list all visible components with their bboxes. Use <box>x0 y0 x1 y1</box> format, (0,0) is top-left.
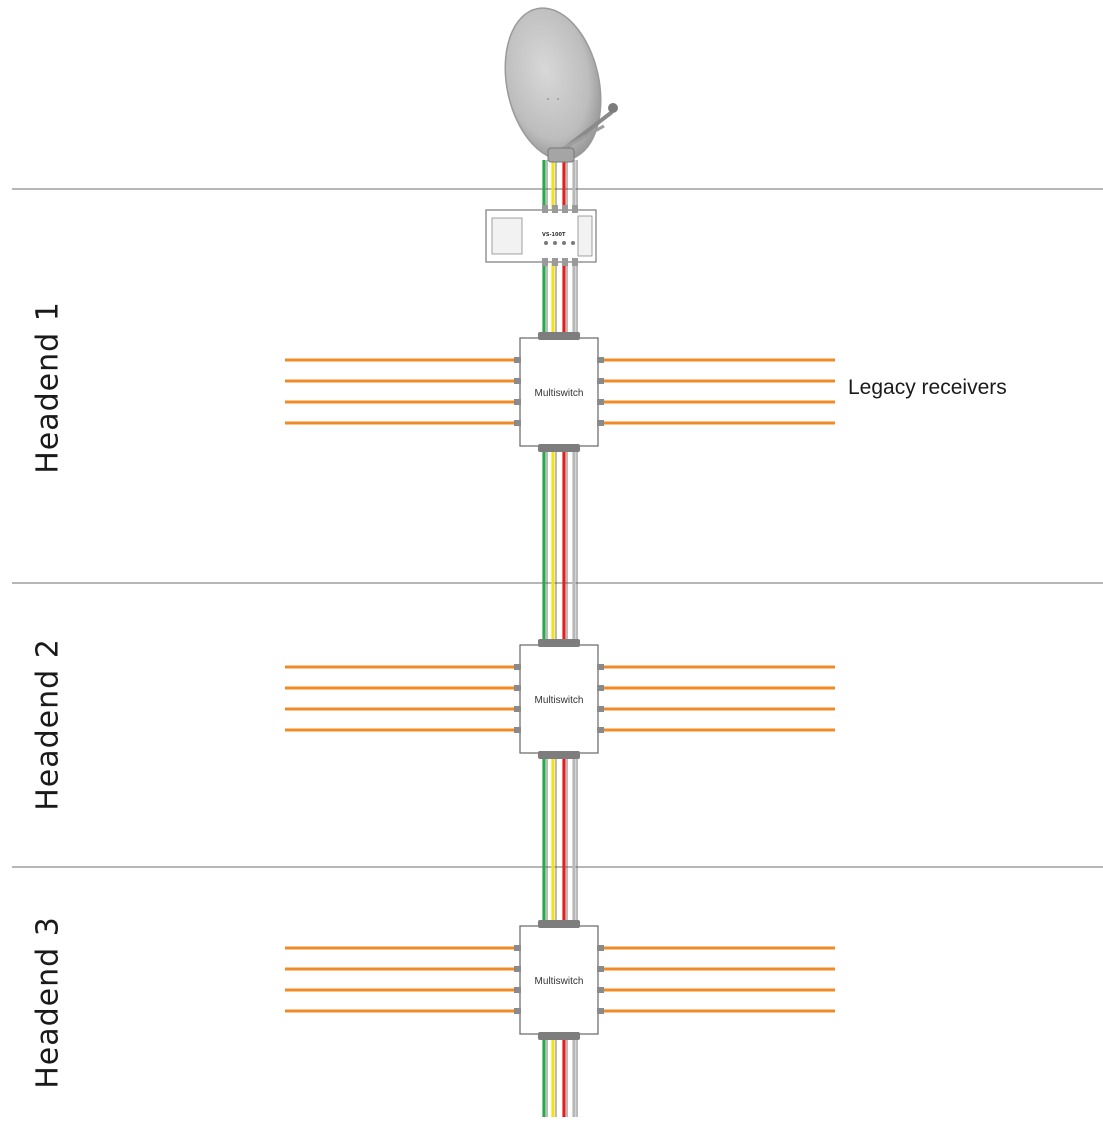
side-port <box>514 378 521 384</box>
multiswitch-icon: Multiswitch <box>514 920 604 1040</box>
side-port <box>514 399 521 405</box>
side-port <box>597 945 604 951</box>
side-port <box>514 357 521 363</box>
connector-strip <box>538 751 580 759</box>
section-label-headend-2: Headend 2 <box>30 638 66 811</box>
side-port <box>597 664 604 670</box>
side-port <box>597 378 604 384</box>
multiswitch-icon: Multiswitch <box>514 332 604 452</box>
connector-strip <box>538 444 580 452</box>
lnb-model-label: VS-100T <box>542 232 566 238</box>
connector-strip <box>538 332 580 340</box>
side-port <box>597 685 604 691</box>
side-port <box>597 420 604 426</box>
satellite-dish-icon <box>504 7 618 163</box>
multiswitch-label: Multiswitch <box>535 388 584 399</box>
section-label-headend-1: Headend 1 <box>30 301 66 474</box>
multiswitch-icon: Multiswitch <box>514 639 604 759</box>
side-port <box>597 706 604 712</box>
side-port <box>597 399 604 405</box>
multiswitch-label: Multiswitch <box>535 695 584 706</box>
section-label-headend-3: Headend 3 <box>30 916 66 1089</box>
connector-strip <box>538 920 580 928</box>
multiswitch-label: Multiswitch <box>535 976 584 987</box>
side-port <box>514 966 521 972</box>
side-port <box>514 727 521 733</box>
receiver-cables <box>285 358 835 1013</box>
side-port <box>597 987 604 993</box>
multiswitch-body <box>519 644 599 754</box>
side-port <box>514 664 521 670</box>
side-port <box>514 945 521 951</box>
multiswitch-body <box>519 337 599 447</box>
side-port <box>514 987 521 993</box>
lnb-unit-icon: VS-100T <box>485 205 597 266</box>
side-port <box>597 357 604 363</box>
connector-strip <box>538 639 580 647</box>
side-port <box>514 420 521 426</box>
side-port <box>597 1008 604 1014</box>
side-port <box>514 706 521 712</box>
side-port <box>514 1008 521 1014</box>
side-port <box>514 685 521 691</box>
side-port <box>597 966 604 972</box>
side-port <box>597 727 604 733</box>
legacy-receivers-label: Legacy receivers <box>848 376 1007 399</box>
multiswitch-body <box>519 925 599 1035</box>
connector-strip <box>538 1032 580 1040</box>
